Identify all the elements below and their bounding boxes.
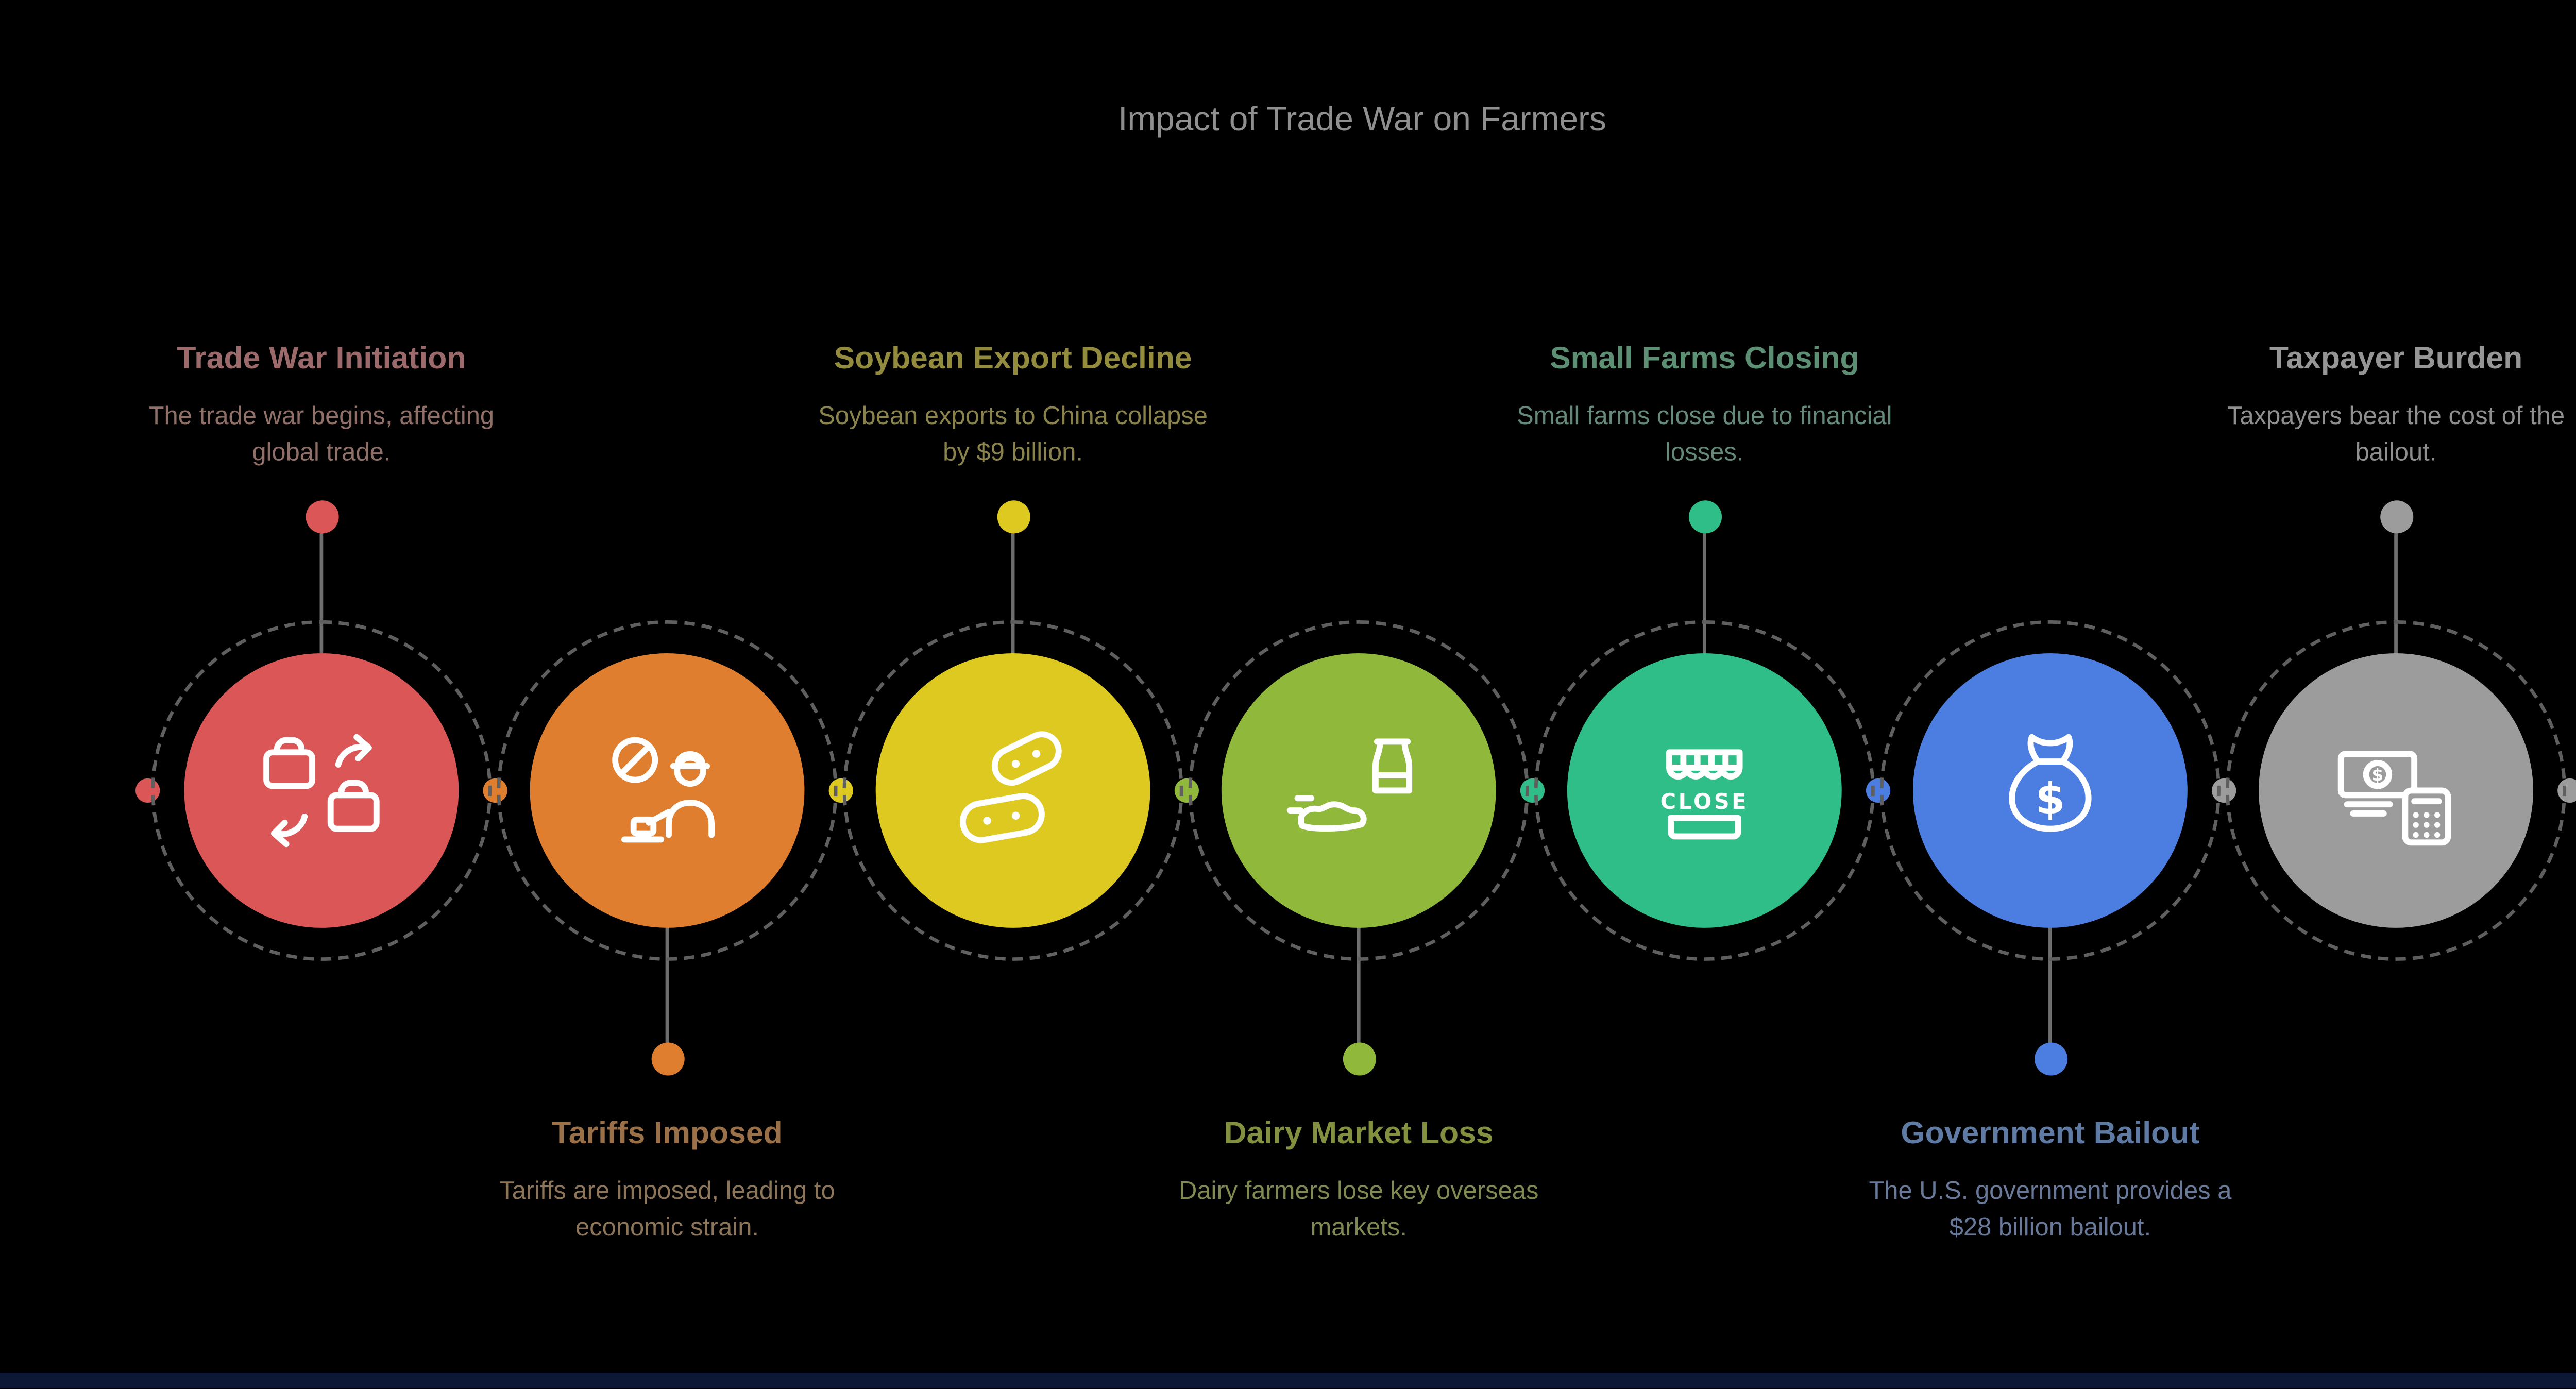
page-title: Impact of Trade War on Farmers (1118, 100, 1606, 139)
item-description: The trade war begins, affecting global t… (148, 403, 495, 468)
connector-line (1357, 924, 1361, 1053)
tariff-officer-icon (612, 737, 715, 843)
item-label: Taxpayer Burden (2269, 341, 2523, 376)
connector-line (1702, 528, 1706, 657)
item-label: Trade War Initiation (177, 341, 466, 376)
dashed-ring (842, 620, 1183, 961)
timeline-item-dairy-market-loss: Dairy Market Loss Dairy farmers lose key… (1133, 0, 1585, 1389)
item-circle: CLOSE (1567, 653, 1842, 928)
connector-line (1011, 528, 1015, 657)
cash-calculator-icon: $ (2337, 751, 2451, 846)
item-circle: $ (2259, 653, 2533, 928)
connector-dot (996, 500, 1030, 534)
timeline-item-taxpayer-burden: Taxpayer Burden Taxpayers bear the cost … (2170, 0, 2576, 1389)
soybean-icon (959, 731, 1062, 843)
item-text: Soybean Export Decline Soybean exports t… (796, 337, 1230, 473)
item-text: Tariffs Imposed Tariffs are imposed, lea… (450, 1112, 884, 1248)
item-label: Soybean Export Decline (834, 341, 1192, 376)
item-circle (530, 653, 805, 928)
item-text: Small Farms Closing Small farms close du… (1487, 337, 1922, 473)
item-text: Trade War Initiation The trade war begin… (104, 337, 538, 473)
item-label: Dairy Market Loss (1224, 1115, 1494, 1150)
item-description: Dairy farmers lose key overseas markets. (1179, 1178, 1539, 1243)
timeline-item-tariffs-imposed: Tariffs Imposed Tariffs are imposed, lea… (442, 0, 893, 1389)
dashed-ring (1879, 620, 2221, 961)
connector-dot (2033, 1042, 2067, 1076)
item-circle (1221, 653, 1496, 928)
dollar-sign: $ (2036, 774, 2065, 824)
item-text: Dairy Market Loss Dairy farmers lose key… (1142, 1112, 1576, 1248)
store-close-icon: CLOSE (1660, 749, 1749, 840)
bottom-bar (0, 1373, 2576, 1389)
timeline-item-small-farms-closing: Small Farms Closing Small farms close du… (1479, 0, 1930, 1389)
item-circle (184, 653, 459, 928)
item-description: Taxpayers bear the cost of the bailout. (2227, 403, 2565, 468)
timeline-item-government-bailout: Government Bailout The U.S. government p… (1824, 0, 2276, 1389)
connector-line (2394, 528, 2398, 657)
close-text: CLOSE (1660, 789, 1749, 814)
trade-exchange-icon (263, 734, 380, 848)
connector-line (665, 924, 669, 1053)
connector-dot (1342, 1042, 1376, 1076)
dashed-ring (151, 620, 492, 961)
dollar-sign: $ (2372, 765, 2384, 785)
item-circle (875, 653, 1150, 928)
dashed-ring (1188, 620, 1529, 961)
item-label: Tariffs Imposed (552, 1115, 783, 1150)
connector-dot (304, 500, 338, 534)
item-description: Soybean exports to China collapse by $9 … (818, 403, 1208, 468)
item-label: Small Farms Closing (1550, 341, 1859, 376)
dashed-ring (1534, 620, 1875, 961)
money-bag-icon: $ (2009, 734, 2092, 832)
timeline-item-soybean-export-decline: Soybean Export Decline Soybean exports t… (787, 0, 1239, 1389)
item-description: The U.S. government provides a $28 billi… (1869, 1178, 2232, 1243)
item-label: Government Bailout (1901, 1115, 2200, 1150)
connector-line (319, 528, 324, 657)
item-text: Government Bailout The U.S. government p… (1833, 1112, 2267, 1248)
dairy-spill-icon (1286, 738, 1413, 832)
item-description: Tariffs are imposed, leading to economic… (499, 1178, 835, 1243)
item-description: Small farms close due to financial losse… (1517, 403, 1892, 468)
dashed-ring (497, 620, 838, 961)
item-circle: $ (1913, 653, 2188, 928)
timeline-item-trade-war-initiation: Trade War Initiation The trade war begin… (95, 0, 547, 1389)
dashed-ring (2226, 620, 2567, 961)
connector-dot (2379, 500, 2413, 534)
connector-line (2048, 924, 2052, 1053)
connector-dot (1688, 500, 1721, 534)
connector-dot (650, 1042, 684, 1076)
item-text: Taxpayer Burden Taxpayers bear the cost … (2179, 337, 2576, 473)
